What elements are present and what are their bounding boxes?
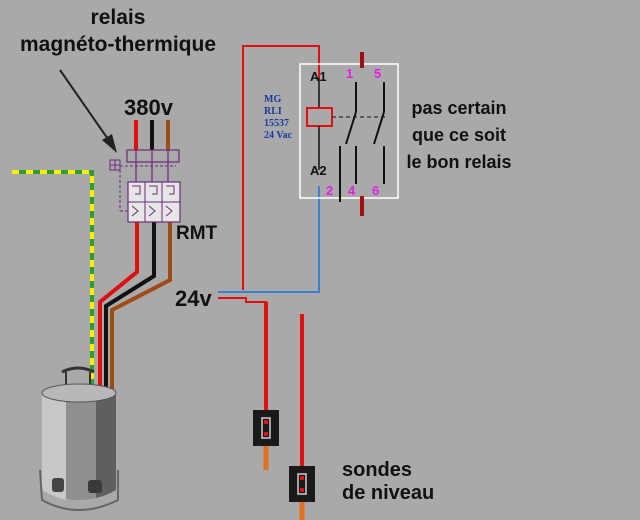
coil-terminal-a2: A2 [310, 163, 327, 178]
rmt-label: RMT [176, 223, 218, 244]
supply-wires-380v [134, 120, 170, 150]
relay-ref-line: 24 Vac [264, 130, 293, 141]
relay-pin-4: 4 [348, 183, 356, 198]
voltage-24-label: 24v [175, 286, 212, 311]
relay-note-line3: le bon relais [406, 152, 512, 172]
relay-ref-line: 15537 [264, 118, 289, 129]
breaker-caption: relais magnéto-thermique [0, 4, 236, 58]
relay-ref-line: MG [264, 94, 282, 105]
relay-note-line2: que ce soit [411, 125, 507, 145]
probes-caption: sondes de niveau [342, 459, 434, 505]
relay-symbol [299, 52, 399, 216]
relay-pin-2: 2 [326, 183, 334, 198]
relay-note-line1: pas certain [411, 98, 507, 118]
earth-wire [12, 170, 94, 390]
level-probe-2 [289, 466, 315, 520]
relay-pin-6: 6 [372, 183, 380, 198]
relay-pin-5: 5 [374, 66, 382, 81]
voltage-380-label: 380v [124, 95, 173, 120]
callout-arrow [59, 69, 117, 153]
control-wires-24v [218, 45, 320, 466]
probes-caption-line2: de niveau [342, 482, 435, 504]
coil-terminal-a1: A1 [310, 69, 327, 84]
relay-pin-1: 1 [346, 66, 354, 81]
motor-wires [98, 222, 172, 392]
probes-caption-line1: sondes [342, 459, 413, 481]
relay-note: pas certain que ce soit le bon relais [400, 95, 518, 176]
breaker-symbol [109, 149, 181, 223]
relay-ref-line: RLI [264, 106, 282, 117]
level-probe-1 [253, 410, 279, 470]
breaker-caption-line1: relais [90, 6, 146, 29]
breaker-caption-line2: magnéto-thermique [19, 33, 216, 56]
pump-image [39, 366, 119, 511]
